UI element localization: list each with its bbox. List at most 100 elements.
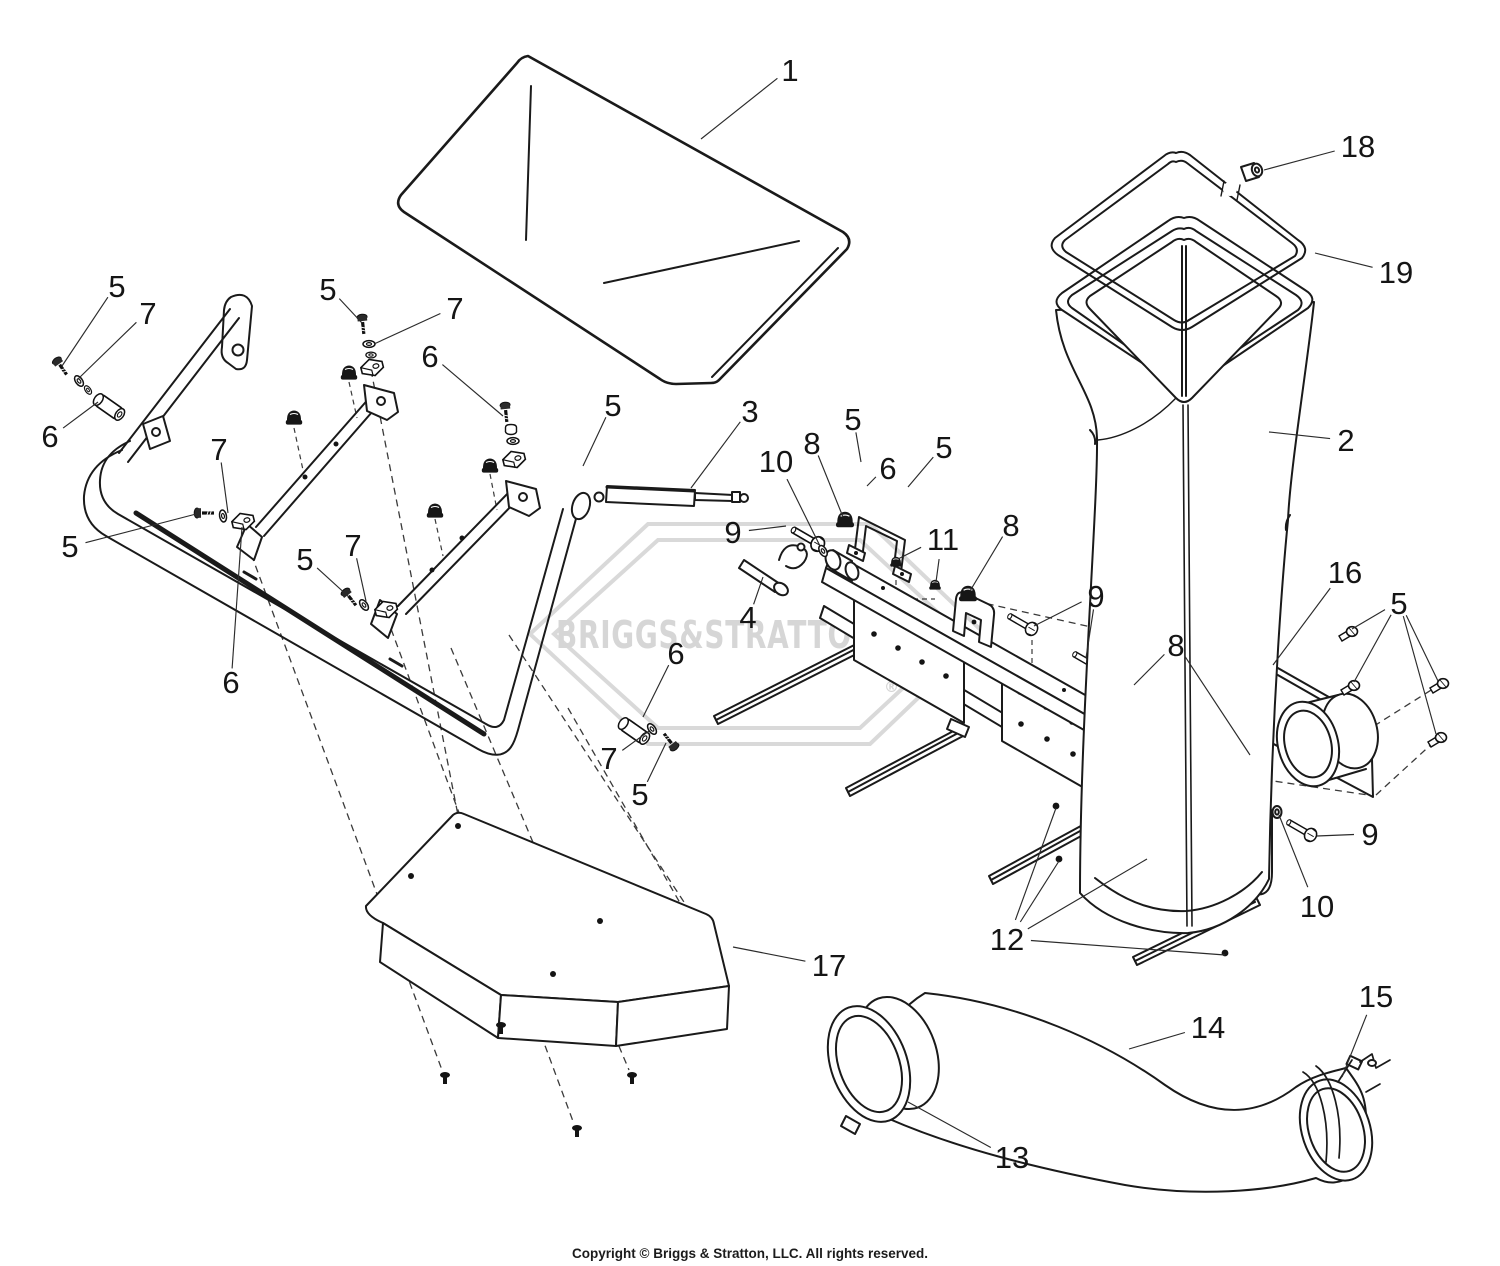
callout-label-9: 9	[1361, 817, 1378, 852]
screw	[572, 1125, 582, 1137]
screw	[440, 1072, 450, 1084]
callout-label-5: 5	[844, 402, 861, 437]
acorn-nut	[481, 457, 499, 474]
callout-label-4: 4	[739, 600, 756, 635]
leader-line-16	[1272, 587, 1331, 666]
callout-label-17: 17	[812, 948, 846, 983]
leader-line-5	[855, 432, 862, 463]
watermark-text: BRIGGS&STRATTON	[556, 613, 876, 657]
callout-label-9: 9	[1087, 579, 1104, 614]
callout-label-5: 5	[631, 777, 648, 812]
screw	[1429, 677, 1450, 694]
leader-line-5	[1402, 615, 1437, 735]
screw	[192, 506, 216, 520]
washer	[362, 339, 376, 349]
leader-line-5	[85, 512, 201, 544]
screw	[338, 585, 362, 610]
leader-line-5	[646, 742, 667, 783]
washer	[357, 597, 371, 613]
callout-label-13: 13	[995, 1140, 1029, 1175]
leader-line-11	[935, 559, 940, 583]
callout-label-1: 1	[781, 53, 798, 88]
callout-label-15: 15	[1359, 979, 1393, 1014]
washer	[217, 508, 229, 524]
callout-label-6: 6	[879, 451, 896, 486]
callout-label-7: 7	[210, 432, 227, 467]
callout-label-6: 6	[222, 665, 239, 700]
callout-label-9: 9	[724, 515, 741, 550]
washer	[506, 436, 520, 446]
callout-label-5: 5	[604, 388, 621, 423]
clip-bracket	[358, 355, 386, 380]
callout-label-16: 16	[1328, 555, 1362, 590]
leader-line-12	[1027, 858, 1148, 930]
callout-label-5: 5	[296, 542, 313, 577]
leader-line-11	[897, 546, 922, 560]
leader-line-7	[356, 558, 367, 602]
leader-line-1	[700, 77, 778, 140]
leader-line-5	[338, 298, 363, 324]
acorn-nut	[285, 409, 303, 426]
leader-line-5	[1353, 614, 1392, 683]
screw	[1340, 679, 1361, 696]
watermark: BRIGGS&STRATTON ®	[527, 522, 988, 746]
leader-line-7	[77, 321, 137, 380]
part-cover	[396, 54, 851, 386]
callout-label-5: 5	[1390, 586, 1407, 621]
leader-line-10	[786, 478, 821, 547]
leader-line-6	[62, 401, 99, 429]
screw	[49, 353, 73, 380]
discharge-tube	[826, 992, 1391, 1193]
washer	[72, 373, 86, 389]
grass-bag	[1055, 216, 1315, 935]
leader-line-9	[1033, 601, 1082, 627]
acorn-nut	[958, 585, 978, 602]
leader-line-7	[373, 312, 441, 345]
callout-label-3: 3	[741, 394, 758, 429]
callout-label-2: 2	[1337, 423, 1354, 458]
leader-line-6	[866, 476, 877, 487]
nut	[504, 423, 518, 436]
callout-label-11: 11	[927, 522, 959, 557]
spacer	[90, 391, 128, 423]
acorn-nut	[835, 511, 855, 528]
callout-label-10: 10	[1300, 889, 1334, 924]
clevis-pin	[738, 542, 808, 597]
callout-label-14: 14	[1191, 1010, 1225, 1045]
screw	[355, 312, 371, 337]
leader-line-8	[817, 455, 844, 518]
leader-line-5	[907, 456, 934, 488]
callout-label-10: 10	[759, 444, 793, 479]
leader-line-5	[1351, 609, 1386, 630]
left-frame-assembly	[82, 293, 592, 756]
leader-line-18	[1263, 150, 1335, 171]
callout-label-8: 8	[803, 426, 820, 461]
acorn-nut	[426, 502, 444, 519]
leader-line-12	[1014, 807, 1057, 921]
callout-label-7: 7	[139, 296, 156, 331]
ring-knob	[1240, 162, 1264, 182]
leader-line-7	[621, 730, 650, 751]
callout-label-18: 18	[1341, 129, 1375, 164]
leader-line-12	[1019, 860, 1060, 923]
callout-label-8: 8	[1167, 628, 1184, 663]
screw	[1427, 731, 1448, 748]
leader-line-3	[690, 421, 741, 489]
leader-line-14	[1128, 1031, 1186, 1050]
leader-line-9	[1085, 609, 1095, 659]
callout-label-6: 6	[667, 636, 684, 671]
leader-line-10	[1278, 814, 1309, 888]
leader-line-7	[220, 462, 229, 514]
leader-line-13	[907, 1101, 992, 1149]
callout-label-8: 8	[1002, 508, 1019, 543]
callout-label-5: 5	[61, 529, 78, 564]
bag-support-ring	[1050, 150, 1307, 331]
leader-line-9	[1316, 833, 1355, 837]
leader-line-5	[61, 296, 109, 367]
screw	[1338, 625, 1359, 642]
leader-line-19	[1314, 252, 1373, 268]
callout-label-6: 6	[41, 419, 58, 454]
callout-label-5: 5	[935, 430, 952, 465]
